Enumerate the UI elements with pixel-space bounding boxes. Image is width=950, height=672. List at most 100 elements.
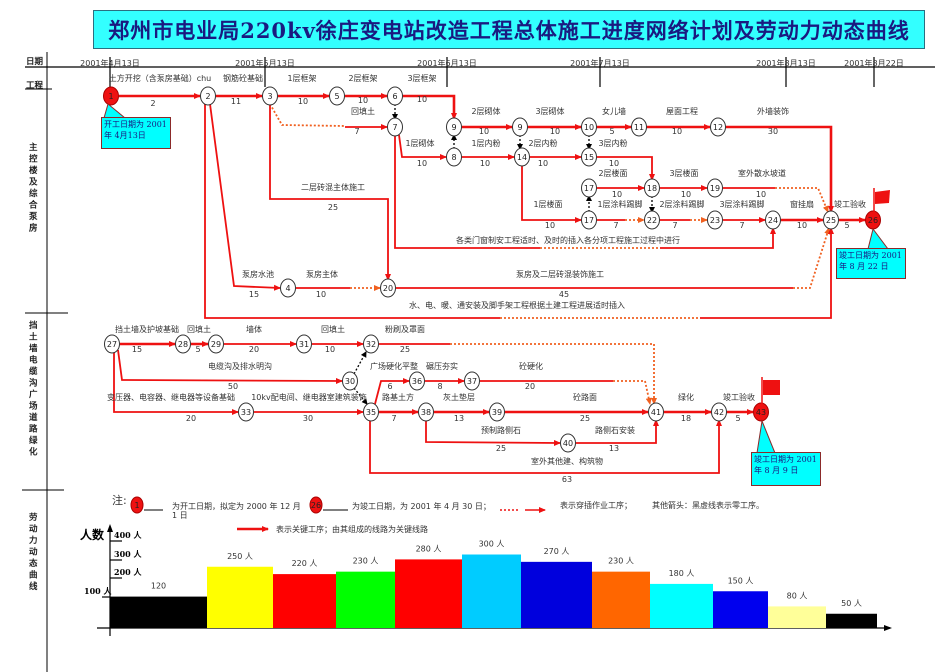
activity-label: 二层砖混主体施工 bbox=[301, 182, 365, 192]
activity-arrow: 水、电、暖、通安装及脚手架工程根据土建工程进展适时插入 bbox=[204, 104, 834, 319]
node-circle bbox=[409, 371, 425, 391]
activity-duration: 10 bbox=[480, 159, 490, 168]
event-node: 30 bbox=[342, 371, 358, 391]
node-id: 18 bbox=[647, 184, 657, 193]
node-id: 4 bbox=[285, 284, 290, 293]
activity-line bbox=[700, 227, 834, 319]
bar-value-label: 120 bbox=[151, 582, 166, 591]
activity-label: 砼硬化 bbox=[519, 361, 543, 371]
event-node: 24 bbox=[765, 210, 781, 230]
node-id: 3 bbox=[267, 92, 272, 101]
labor-bar bbox=[826, 613, 877, 628]
node-circle bbox=[103, 86, 119, 106]
activity-label: 路基土方 bbox=[382, 392, 414, 402]
interleaved-activity-line bbox=[793, 227, 831, 289]
event-node: 1 bbox=[103, 86, 119, 106]
node-id: 40 bbox=[563, 439, 573, 448]
node-circle bbox=[707, 178, 723, 198]
bar-value-label: 220 人 bbox=[292, 559, 318, 568]
activity-label: 室外散水坡道 bbox=[738, 168, 786, 178]
event-node: 23 bbox=[707, 210, 723, 230]
activity-label: 2层楼面 bbox=[598, 168, 627, 178]
node-id: 38 bbox=[421, 408, 431, 417]
labor-bar bbox=[650, 583, 713, 628]
activity-line bbox=[113, 352, 239, 415]
node-circle bbox=[446, 117, 462, 137]
event-node: 33 bbox=[238, 402, 254, 422]
svg-text:合: 合 bbox=[28, 200, 38, 211]
bar-value-label: 180 人 bbox=[669, 569, 695, 578]
node-id: 30 bbox=[345, 377, 355, 386]
labor-bar bbox=[713, 591, 768, 628]
node-id: 9 bbox=[451, 123, 456, 132]
activity-duration: 7 bbox=[672, 221, 677, 230]
activity-duration: 7 bbox=[354, 127, 359, 136]
activity-duration: 10 bbox=[612, 190, 622, 199]
node-circle bbox=[644, 178, 660, 198]
activity-duration: 15 bbox=[249, 290, 259, 299]
flag-icon bbox=[873, 188, 890, 212]
activity-label: 挡土墙及护坡基础 bbox=[115, 324, 179, 334]
node-circle bbox=[200, 86, 216, 106]
activity-duration: 20 bbox=[525, 382, 535, 391]
labor-bar bbox=[768, 606, 826, 628]
node-circle bbox=[380, 278, 396, 298]
node-id: 17 bbox=[584, 216, 594, 225]
activity-label: 3层内粉 bbox=[598, 138, 627, 148]
node-circle bbox=[707, 210, 723, 230]
bar-value-label: 80 人 bbox=[787, 591, 808, 600]
activity-label: 2层砌体 bbox=[471, 106, 500, 116]
bar-value-label: 250 人 bbox=[227, 552, 253, 561]
activity-duration: 7 bbox=[739, 221, 744, 230]
event-node: 12 bbox=[710, 117, 726, 137]
activity-duration: 11 bbox=[231, 97, 241, 106]
node-id: 27 bbox=[107, 340, 117, 349]
title-banner: 郑州市电业局220kv徐庄变电站改造工程总体施工进度网络计划及劳动力动态曲线 bbox=[93, 10, 925, 49]
event-node: 4 bbox=[280, 278, 296, 298]
node-circle bbox=[387, 117, 403, 137]
y-tick-label: 200 人 bbox=[114, 567, 142, 577]
activity-duration: 10 bbox=[550, 127, 560, 136]
node-circle bbox=[363, 334, 379, 354]
activity-label: 回填土 bbox=[351, 106, 375, 116]
svg-text:综: 综 bbox=[29, 188, 38, 199]
node-id: 10 bbox=[584, 123, 594, 132]
node-circle bbox=[446, 147, 462, 167]
svg-text:化: 化 bbox=[29, 447, 38, 458]
node-circle bbox=[329, 86, 345, 106]
node-circle bbox=[644, 210, 660, 230]
node-circle bbox=[710, 117, 726, 137]
bar-value-label: 150 人 bbox=[728, 576, 754, 585]
flag-icon bbox=[761, 377, 780, 404]
node-circle bbox=[753, 402, 769, 422]
node-id: 9 bbox=[517, 123, 522, 132]
node-id: 8 bbox=[451, 153, 456, 162]
svg-text:挡: 挡 bbox=[29, 320, 38, 331]
activity-label: 2层内粉 bbox=[528, 138, 557, 148]
bar-value-label: 280 人 bbox=[416, 544, 442, 553]
node-circle bbox=[560, 433, 576, 453]
legend-dotted-text: 表示穿插作业工序； bbox=[560, 500, 632, 510]
node-id: 32 bbox=[366, 340, 376, 349]
callout-pointer bbox=[867, 227, 889, 250]
interleaved-activity-line bbox=[613, 380, 652, 405]
activity-line bbox=[403, 94, 457, 120]
date-label: 2001年6月13日 bbox=[417, 58, 477, 68]
legend-start-node-id: 1 bbox=[134, 501, 139, 510]
node-id: 41 bbox=[651, 408, 661, 417]
